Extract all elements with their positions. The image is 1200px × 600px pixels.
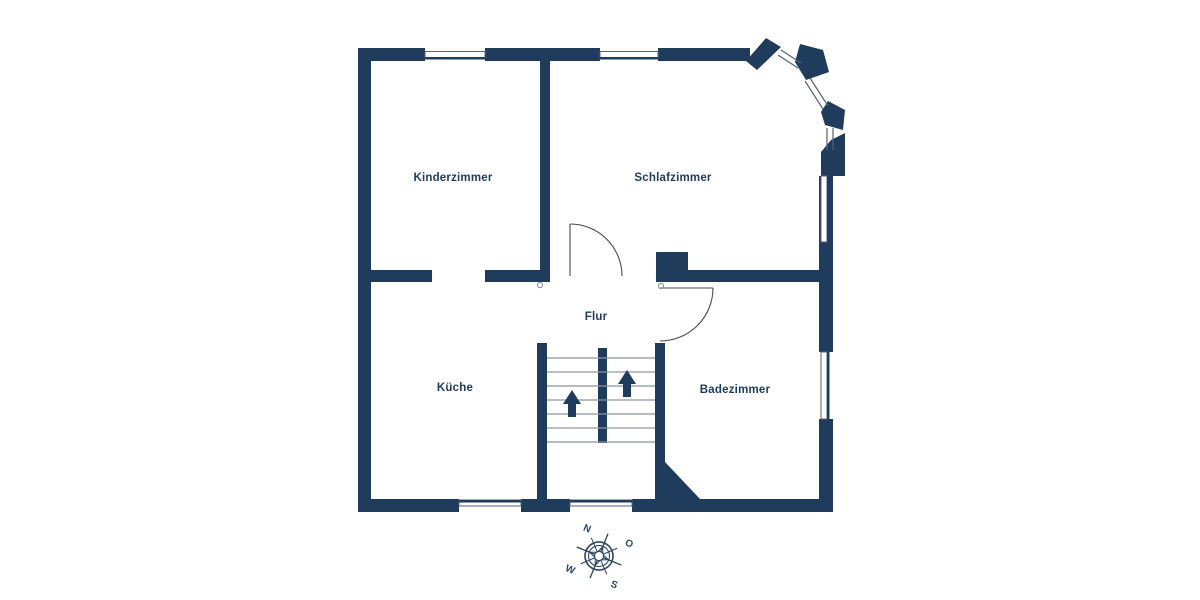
wall-exterior-right-segment-3 (819, 419, 833, 512)
windows-group (424, 49, 834, 507)
wall-exterior-right-segment-2 (819, 242, 833, 352)
wall-exterior-bottom-segment-1 (358, 499, 459, 512)
wall-bay-diagonal-1 (746, 38, 781, 70)
window-top-left (424, 51, 486, 60)
room-labels-group: Kinderzimmer Schlafzimmer Flur Küche Bad… (413, 172, 770, 396)
wall-partition-horizontal-left (358, 270, 432, 282)
wall-pillar-block (656, 252, 688, 282)
wall-bay-block-4 (821, 133, 845, 176)
compass-label-east: O (623, 538, 635, 551)
staircase[interactable] (547, 357, 655, 443)
compass-label-south: S (609, 579, 620, 592)
window-bay-2 (804, 77, 829, 110)
hinge-marker-flur (657, 282, 665, 290)
compass-outer-ring (584, 541, 614, 571)
window-right-lower (820, 351, 830, 420)
wall-exterior-bottom-segment-3 (632, 499, 833, 512)
wall-exterior-top-segment-1 (358, 48, 425, 61)
wall-exterior-bottom-segment-2 (521, 499, 570, 512)
wall-stair-center-stringer (598, 348, 607, 443)
window-bay-3 (826, 128, 834, 150)
room-label-schlafzimmer: Schlafzimmer (634, 172, 712, 184)
compass-label-west: W (564, 563, 577, 577)
compass-star (588, 545, 610, 567)
room-label-kueche: Küche (437, 382, 473, 394)
window-bay-1 (777, 49, 802, 69)
wall-bay-block-3 (821, 101, 845, 130)
compass-rose: N O S W (564, 523, 635, 592)
window-right-upper (820, 175, 830, 243)
room-label-badezimmer: Badezimmer (700, 384, 771, 396)
walls-group (358, 38, 845, 512)
door-flur-schlafzimmer[interactable] (569, 223, 623, 277)
wall-chamfer-badezimmer (665, 462, 700, 499)
door-flur-badezimmer[interactable] (659, 287, 714, 342)
down-arrow-icon (618, 370, 636, 397)
window-top-right (599, 51, 659, 60)
wall-bay-block-2 (795, 44, 829, 80)
wall-partition-horizontal-left-2 (485, 270, 550, 282)
wall-stair-left (537, 343, 547, 503)
compass-label-north: N (582, 523, 593, 536)
window-bottom-left (458, 499, 522, 507)
wall-stair-right (655, 343, 665, 503)
doors-group (432, 223, 714, 342)
door-kueche-flur[interactable] (432, 270, 485, 282)
hinge-marker-kueche (536, 281, 544, 289)
window-bottom-right (569, 499, 633, 507)
compass-hub (593, 550, 605, 562)
up-arrow-icon (563, 390, 581, 417)
wall-partition-vertical-center (540, 54, 550, 282)
wall-exterior-top-segment-3 (658, 48, 750, 61)
room-label-kinderzimmer: Kinderzimmer (413, 172, 492, 184)
room-label-flur: Flur (585, 311, 608, 323)
wall-partition-horizontal-right (660, 270, 822, 282)
